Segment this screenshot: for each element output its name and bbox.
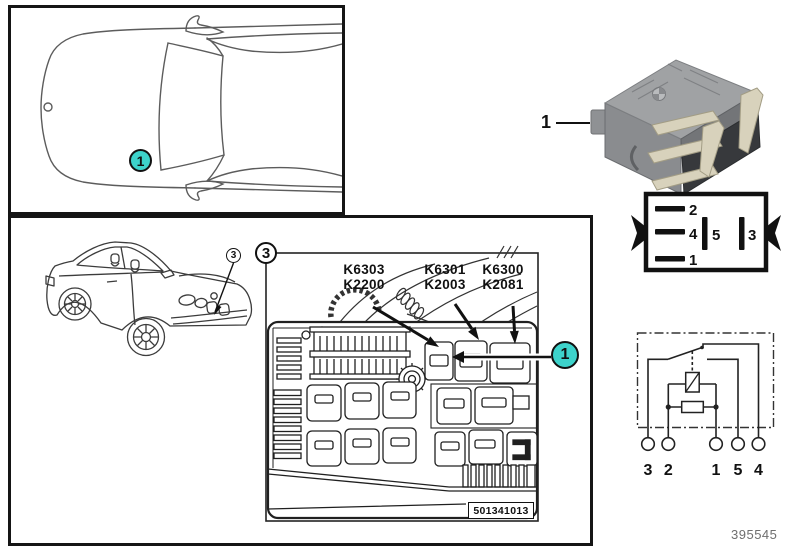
schematic-boundary bbox=[636, 332, 775, 429]
pin-number: 5 bbox=[712, 227, 720, 244]
location-drawing bbox=[45, 241, 551, 522]
terminal-number: 3 bbox=[644, 462, 653, 479]
mirror-top bbox=[185, 15, 225, 36]
relay-code: K6300 bbox=[482, 262, 524, 277]
connector-tab-right bbox=[766, 215, 781, 251]
pin-number: 2 bbox=[689, 202, 697, 219]
pointer-arrows bbox=[214, 262, 551, 363]
relay-label-group-2: K6301 K2003 bbox=[404, 262, 486, 292]
washer-nozzle bbox=[43, 102, 53, 112]
corrugated-tube bbox=[395, 287, 425, 320]
car-side-view-drawing bbox=[45, 241, 253, 357]
marker-label: 1 bbox=[136, 152, 145, 169]
mounting-clip bbox=[630, 145, 640, 172]
car-detail-marker[interactable]: 3 bbox=[226, 248, 241, 263]
fuse-strips bbox=[273, 337, 302, 460]
relay-pins bbox=[647, 87, 764, 191]
mirror-bottom bbox=[185, 180, 225, 201]
relay-label-group-3: K6300 K2081 bbox=[462, 262, 544, 292]
terminal-number: 5 bbox=[734, 462, 743, 479]
pin-diagram: 2 4 1 5 3 bbox=[631, 191, 781, 273]
relay-code: K6303 bbox=[343, 262, 385, 277]
relay-label-group-1: K6303 K2200 bbox=[323, 262, 405, 292]
schematic-wiring bbox=[647, 343, 760, 438]
terminal-number: 2 bbox=[664, 462, 673, 479]
small-fuse-pack bbox=[462, 464, 536, 488]
pin-number: 3 bbox=[748, 227, 756, 244]
marker-label: 3 bbox=[230, 250, 237, 261]
bmw-roundel bbox=[210, 292, 218, 300]
corrugated-ring bbox=[328, 287, 382, 318]
relay-code: K2003 bbox=[424, 277, 466, 292]
fusebox-part-number: 501341013 bbox=[468, 502, 534, 519]
relay-grid bbox=[306, 381, 417, 467]
relay-photo bbox=[590, 59, 764, 195]
marker-label: 1 bbox=[560, 346, 570, 363]
relay-code: K2200 bbox=[343, 277, 385, 292]
relay-markings bbox=[631, 63, 721, 100]
pin-number: 4 bbox=[689, 226, 698, 243]
top-view-panel: 1 bbox=[8, 5, 345, 215]
pin-number: 1 bbox=[689, 252, 697, 269]
location-panel: 3 3 K6303 K2200 K6301 K2003 K6300 K2081 … bbox=[8, 215, 593, 546]
terminal-number: 4 bbox=[754, 462, 763, 479]
marker-label: 3 bbox=[261, 244, 271, 262]
connector-tab-left bbox=[631, 215, 646, 251]
front-wheel bbox=[126, 317, 166, 357]
relay-code: K2081 bbox=[482, 277, 524, 292]
resistor-symbol bbox=[680, 400, 705, 414]
relay-code: K6301 bbox=[424, 262, 466, 277]
relay-schematic: 3 2 1 5 4 bbox=[636, 332, 775, 479]
car-body bbox=[46, 241, 253, 331]
relay-slots bbox=[424, 340, 531, 384]
callout-leader-line bbox=[556, 121, 591, 124]
marker-label: 1 bbox=[541, 112, 552, 132]
fuse-bank bbox=[309, 326, 411, 380]
relay-callout-marker[interactable]: 1 bbox=[551, 341, 579, 369]
document-number: 395545 bbox=[731, 527, 778, 542]
fusebox-drawing bbox=[266, 320, 539, 520]
relay-location-marker[interactable]: 1 bbox=[129, 149, 152, 172]
pin-blades bbox=[655, 206, 745, 262]
car-body-outline bbox=[40, 27, 196, 189]
terminal-number: 1 bbox=[712, 462, 721, 479]
relay-photo-callout[interactable]: 1 bbox=[541, 112, 591, 133]
windshield bbox=[158, 42, 225, 171]
frame-detail-marker[interactable]: 3 bbox=[255, 242, 277, 264]
rear-wheel bbox=[58, 287, 92, 321]
car-top-view-drawing bbox=[40, 15, 342, 201]
side-mirror bbox=[160, 269, 175, 279]
headlight bbox=[178, 294, 196, 306]
schematic-terminals bbox=[640, 436, 766, 452]
